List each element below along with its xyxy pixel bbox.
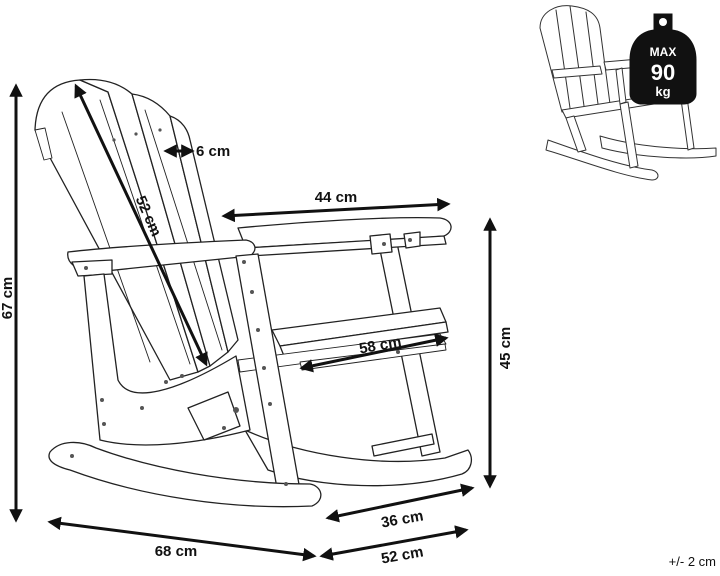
bolt — [140, 406, 144, 410]
width-label: 52 cm — [380, 543, 425, 567]
bolt — [242, 260, 246, 264]
bolt — [84, 266, 88, 270]
rear-crossbar — [371, 433, 435, 457]
bolt — [164, 380, 168, 384]
bolt — [256, 328, 260, 332]
bolt — [112, 138, 116, 142]
bolt — [222, 426, 226, 430]
bolt — [158, 128, 162, 132]
rocker-strut — [187, 391, 241, 441]
bolt — [102, 422, 106, 426]
badge-unit: kg — [655, 84, 670, 99]
kettlebell-icon — [629, 13, 697, 105]
bolt — [134, 132, 138, 136]
height-label: 67 cm — [0, 277, 16, 320]
armrest-block — [369, 233, 393, 255]
bolt — [250, 290, 254, 294]
rocker-inner-arrow — [325, 483, 475, 523]
armrest-label: 44 cm — [315, 189, 358, 206]
left-armrest-front — [71, 259, 113, 277]
slat-gap-label: 6 cm — [196, 143, 230, 160]
depth-label: 68 cm — [155, 543, 198, 560]
backrest-arrow — [74, 83, 208, 367]
rocker-inner-label: 36 cm — [380, 507, 425, 531]
tolerance-label: +/- 2 cm — [669, 554, 716, 569]
bolt — [100, 398, 104, 402]
armrest-arrow — [221, 197, 451, 223]
badge-max: MAX — [650, 45, 677, 59]
width-arrow — [319, 525, 469, 561]
bolt — [408, 238, 412, 242]
rocking-chair-drawing — [34, 78, 473, 508]
weight-badge: MAX 90 kg — [629, 13, 697, 105]
depth-arrow — [47, 516, 317, 562]
bolt — [268, 402, 272, 406]
front-rocker — [48, 441, 322, 508]
bolt — [70, 454, 74, 458]
bolt — [180, 374, 184, 378]
bolt — [382, 242, 386, 246]
bolt — [262, 366, 266, 370]
badge-value: 90 — [651, 60, 675, 85]
seat-height-label: 45 cm — [497, 327, 514, 370]
seat-width-arrow — [299, 333, 449, 373]
bolt — [284, 482, 288, 486]
bolt — [233, 407, 239, 413]
dimension-arrows — [9, 83, 497, 562]
back-slat-edge — [34, 127, 53, 161]
